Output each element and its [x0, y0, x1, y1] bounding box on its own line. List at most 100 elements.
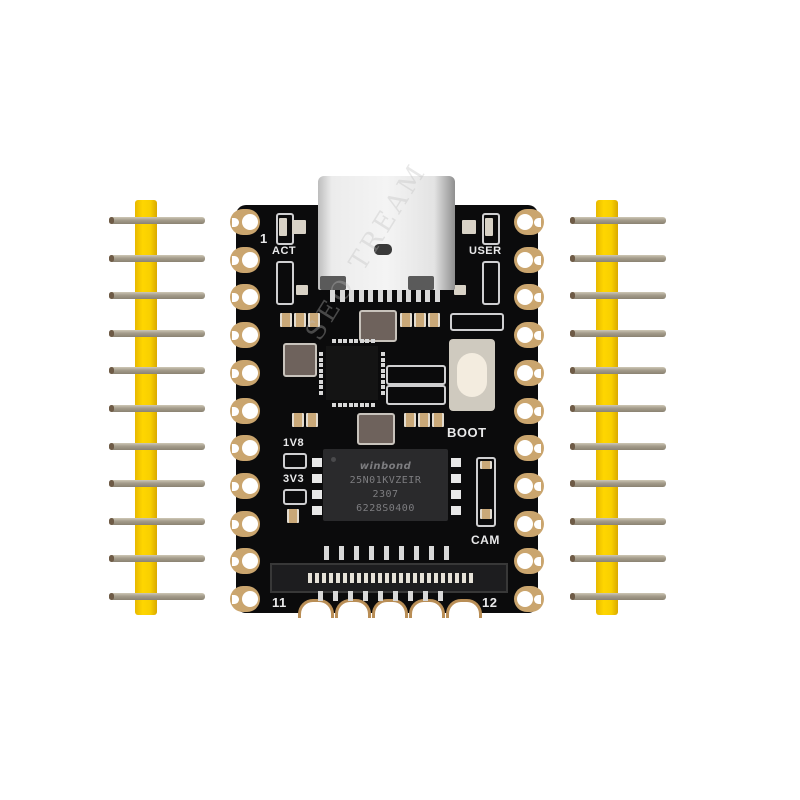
pin1-dot	[331, 457, 336, 462]
pin-tip	[109, 593, 114, 600]
edge-notch	[232, 331, 239, 341]
capacitor	[428, 313, 440, 327]
edge-notch	[232, 293, 239, 303]
usb-pin	[406, 290, 411, 302]
mcu-pad	[370, 339, 375, 343]
flash-leg	[312, 458, 322, 467]
flash-leg	[451, 490, 461, 499]
mcu-pad	[319, 352, 323, 356]
pin-tip	[109, 254, 114, 262]
resistor-array-outline	[386, 365, 446, 385]
fpc-contact	[448, 573, 452, 583]
header-pin	[109, 555, 205, 563]
header-pin	[109, 367, 205, 375]
mcu-pad	[354, 339, 358, 343]
pin-tip	[109, 555, 114, 563]
flash-lot-code: 6228S0400	[356, 503, 415, 514]
smd-component	[292, 220, 306, 234]
fpc-contact	[336, 573, 340, 583]
header-pin	[570, 517, 666, 525]
act-jumper-outline	[276, 261, 294, 305]
fpc-bottom-pin	[393, 591, 398, 601]
pin-tip	[570, 555, 575, 563]
flash-part-number: 25N01KVZEIR	[349, 475, 422, 486]
pad-hole	[242, 515, 258, 532]
fpc-contact	[308, 573, 312, 583]
fpc-contact	[406, 573, 410, 583]
pin-tip	[570, 593, 575, 600]
edge-notch	[232, 595, 239, 604]
usb-pin	[396, 290, 402, 302]
fpc-contact	[413, 573, 417, 583]
capacitor	[306, 413, 318, 427]
inductor	[359, 310, 397, 342]
pad-hole	[242, 364, 258, 381]
fpc-contact	[315, 573, 319, 583]
pin-tip	[570, 480, 575, 488]
flash-leg	[312, 474, 322, 483]
edge-notch	[534, 481, 541, 491]
pin-tip	[109, 292, 114, 300]
pin-tip	[109, 367, 114, 375]
pin11-label: 11	[272, 595, 287, 610]
flash-leg	[451, 506, 461, 515]
mcu-pad	[343, 403, 347, 407]
mcu-pad	[365, 339, 369, 343]
usb-pin	[415, 290, 421, 302]
usb-pin	[377, 290, 383, 302]
header-pin	[109, 442, 205, 450]
header-pin	[109, 254, 205, 262]
bottom-castellation	[335, 599, 371, 618]
fpc-contact	[357, 573, 361, 583]
edge-notch	[534, 293, 541, 303]
capacitor	[418, 413, 430, 427]
edge-notch	[534, 218, 541, 227]
header-pin	[570, 480, 666, 488]
mcu-pad	[359, 339, 364, 343]
pad-hole	[517, 251, 533, 268]
mcu-pad	[332, 403, 336, 407]
resistor-array-outline	[386, 385, 446, 405]
mcu-pad	[381, 352, 385, 356]
capacitor	[432, 413, 444, 427]
edge-notch	[232, 481, 239, 491]
fpc-contact	[329, 573, 333, 583]
header-pin	[109, 329, 205, 337]
mcu-pad	[381, 379, 385, 384]
fpc-bottom-pin	[438, 591, 443, 601]
pin-tip	[570, 367, 575, 375]
flash-leg	[312, 490, 322, 499]
act-label: ACT	[272, 245, 297, 257]
mcu-pad	[343, 339, 347, 343]
fpc-contact	[420, 573, 424, 583]
pad-hole	[242, 440, 258, 457]
mcu-pad	[337, 339, 342, 343]
flash-date-code: 2307	[372, 489, 399, 500]
header-pin	[109, 593, 205, 600]
pad-hole	[517, 477, 533, 494]
pin-tip	[570, 517, 575, 525]
boot-label: BOOT	[447, 425, 487, 440]
pad-hole	[517, 214, 533, 230]
pad-hole	[242, 214, 258, 230]
capacitor	[287, 509, 299, 523]
capacitor	[414, 313, 426, 327]
header-pin	[570, 555, 666, 563]
pin-tip	[570, 442, 575, 450]
fpc-top-pin	[384, 546, 389, 560]
header-pin	[109, 480, 205, 488]
fpc-bottom-pin	[378, 591, 383, 601]
bottom-castellation	[298, 599, 334, 618]
bottom-castellation	[409, 599, 445, 618]
mcu-pad	[381, 368, 385, 373]
capacitor	[292, 413, 304, 427]
pad-hole	[242, 289, 258, 306]
mcu-chip	[319, 339, 385, 407]
fpc-bottom-pin	[318, 591, 323, 601]
usb-pin	[358, 290, 364, 302]
pad-hole	[242, 402, 258, 419]
capacitor	[294, 313, 306, 327]
usb-pin	[387, 290, 392, 302]
usb-c-connector	[318, 176, 455, 290]
